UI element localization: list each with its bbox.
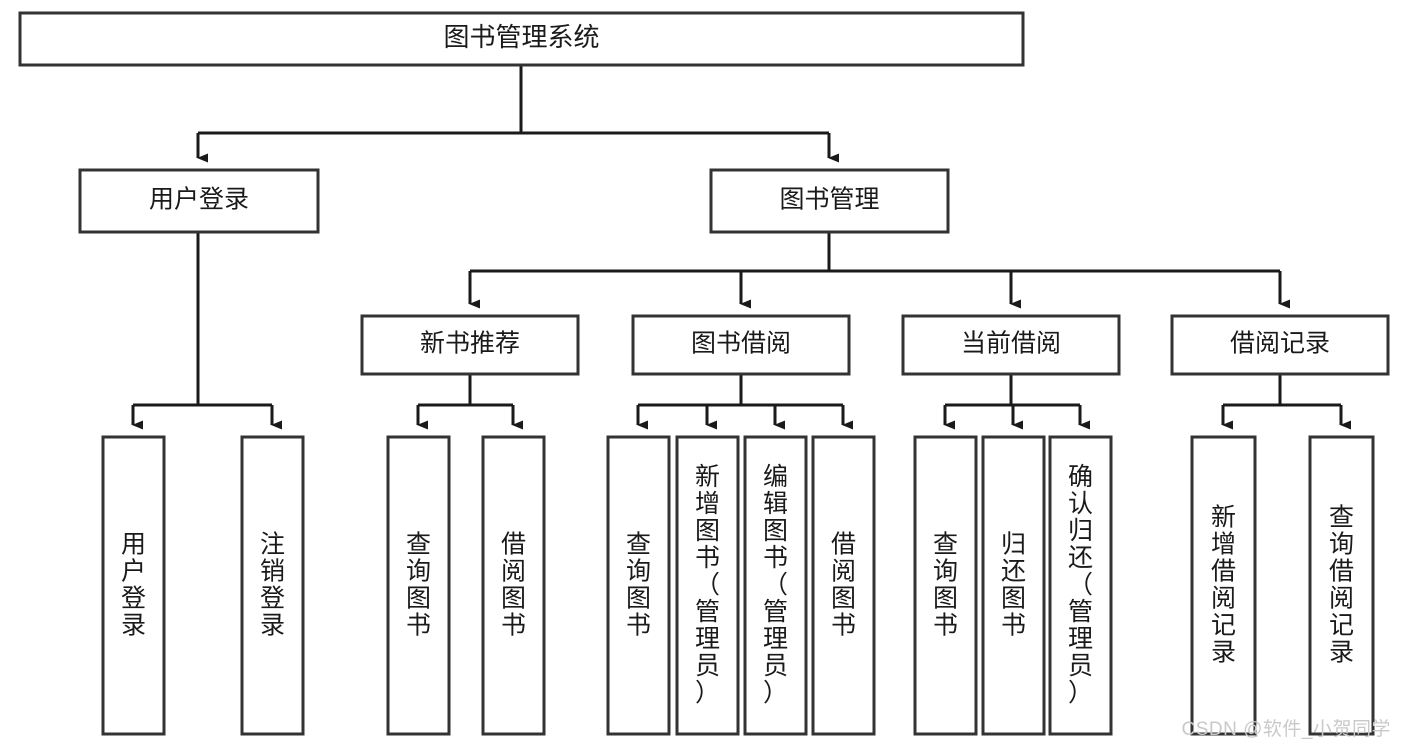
node-leaf-label-1: 注销登录 bbox=[260, 531, 285, 640]
node-leaf-label-4: 查询图书 bbox=[626, 531, 651, 640]
node-level3-label-1: 图书借阅 bbox=[691, 330, 791, 358]
node-leaf-label-9: 归还图书 bbox=[1001, 531, 1026, 640]
node-level2-1[interactable] bbox=[709, 168, 950, 234]
node-level2-label-0: 用户登录 bbox=[149, 186, 249, 214]
node-leaf-1[interactable] bbox=[240, 435, 305, 736]
node-level3-2[interactable] bbox=[901, 314, 1121, 376]
node-root-label: 图书管理系统 bbox=[443, 22, 599, 52]
node-leaf-label-10: 确认归还（管理员） bbox=[1068, 463, 1093, 707]
node-leaf-label-7: 借阅图书 bbox=[831, 531, 856, 640]
node-leaf-label-6: 编辑图书（管理员） bbox=[763, 463, 788, 707]
node-level3-label-0: 新书推荐 bbox=[420, 330, 520, 358]
node-leaf-6[interactable] bbox=[743, 435, 808, 736]
node-leaf-2[interactable] bbox=[386, 435, 451, 736]
node-leaf-7[interactable] bbox=[811, 435, 876, 736]
node-level3-3[interactable] bbox=[1170, 314, 1390, 376]
node-leaf-0[interactable] bbox=[101, 435, 166, 736]
node-leaf-12[interactable] bbox=[1308, 435, 1375, 736]
node-leaf-label-3: 借阅图书 bbox=[501, 531, 526, 640]
node-leaf-5[interactable] bbox=[675, 435, 740, 736]
node-level2-label-1: 图书管理 bbox=[779, 186, 879, 214]
node-leaf-label-5: 新增图书（管理员） bbox=[695, 463, 720, 707]
node-root[interactable] bbox=[18, 11, 1025, 67]
node-leaf-3[interactable] bbox=[481, 435, 546, 736]
node-leaf-label-8: 查询图书 bbox=[933, 531, 958, 640]
node-leaf-label-11: 新增借阅记录 bbox=[1211, 504, 1236, 667]
node-level3-1[interactable] bbox=[631, 314, 851, 376]
node-level2-0[interactable] bbox=[78, 168, 320, 234]
edges-layer bbox=[131, 65, 1351, 430]
node-leaf-9[interactable] bbox=[981, 435, 1046, 736]
node-level3-label-2: 当前借阅 bbox=[961, 330, 1061, 358]
watermark-text: CSDN @软件_小贺同学 bbox=[1181, 719, 1391, 740]
node-leaf-10[interactable] bbox=[1048, 435, 1113, 736]
node-leaf-11[interactable] bbox=[1190, 435, 1257, 736]
node-level3-label-3: 借阅记录 bbox=[1230, 330, 1330, 358]
node-leaf-8[interactable] bbox=[913, 435, 978, 736]
node-leaf-label-0: 用户登录 bbox=[121, 531, 146, 640]
node-leaf-label-2: 查询图书 bbox=[406, 531, 431, 640]
node-level3-0[interactable] bbox=[360, 314, 580, 376]
nodes-layer: 图书管理系统用户登录图书管理新书推荐图书借阅当前借阅借阅记录用户登录注销登录查询… bbox=[18, 11, 1390, 736]
node-leaf-4[interactable] bbox=[606, 435, 671, 736]
node-leaf-label-12: 查询借阅记录 bbox=[1329, 504, 1354, 667]
